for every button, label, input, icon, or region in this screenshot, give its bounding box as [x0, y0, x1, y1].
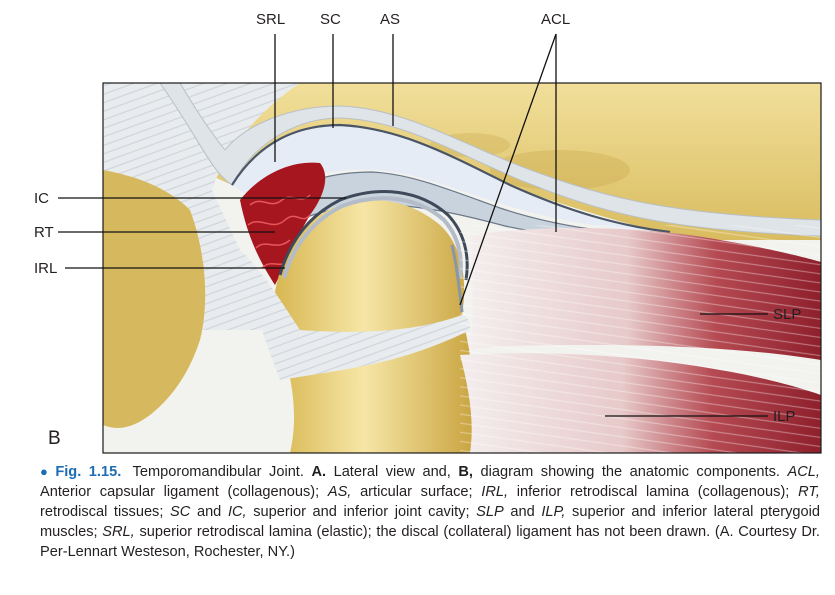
label-ic: IC: [34, 190, 49, 207]
tympanic-bone: [103, 170, 206, 428]
retrodiscal-vessels: [247, 194, 311, 269]
label-rt: RT: [34, 224, 54, 241]
def-sc-ic: superior and inferior joint cavity;: [253, 504, 470, 520]
mandibular-condyle: [273, 199, 475, 453]
abbr-sc: SC: [170, 504, 191, 520]
caption-text: and: [510, 504, 535, 520]
abbr-as: AS,: [327, 484, 352, 500]
retrodiscal-tissues: [240, 162, 326, 285]
def-rt: retrodiscal tissues;: [40, 504, 164, 520]
def-slp-ilp: superior and inferior lateral pterygoid …: [40, 504, 820, 540]
abbr-acl: ACL,: [787, 464, 820, 480]
figure-caption: ●Fig. 1.15. Temporomandibular Joint. A. …: [40, 462, 820, 562]
def-acl: Anterior capsular ligament (collagenous)…: [40, 484, 320, 500]
label-as: AS: [380, 11, 400, 28]
label-sc: SC: [320, 11, 341, 28]
caption-text: diagram showing the anatomic components.: [480, 464, 780, 480]
figure-number: Fig. 1.15.: [55, 464, 122, 480]
tmj-diagram: B SRL SC AS ACL IC RT IRL SLP ILP: [34, 11, 822, 454]
label-irl: IRL: [34, 260, 57, 277]
def-srl: superior retrodiscal lamina (elastic); t…: [40, 524, 820, 560]
abbr-srl: SRL,: [102, 524, 135, 540]
illustration-panel: [103, 83, 821, 453]
panel-b-ref: B,: [458, 464, 473, 480]
muscle-fibers: [460, 225, 821, 453]
condyle-cartilage: [282, 196, 463, 279]
superior-cavity-line: [231, 123, 671, 234]
label-acl: ACL: [541, 11, 570, 28]
label-slp: SLP: [773, 306, 801, 323]
abbr-irl: IRL,: [481, 484, 509, 500]
caption-text: Lateral view and,: [333, 464, 451, 480]
leader-acl-b: [459, 33, 557, 306]
figure-title: Temporomandibular Joint.: [132, 464, 304, 480]
panel-label: B: [48, 428, 61, 449]
superior-joint-cavity: [232, 125, 670, 232]
anterior-capsular-ligament: [450, 244, 464, 313]
abbr-ic: IC,: [227, 504, 247, 520]
capsule-neck: [240, 250, 470, 380]
bullet-icon: ●: [40, 464, 52, 479]
caption-text: and: [196, 504, 222, 520]
def-as: articular surface;: [360, 484, 473, 500]
abbr-rt: RT,: [798, 484, 820, 500]
def-irl: inferior retrodiscal lamina (collagenous…: [516, 484, 790, 500]
panel-a-ref: A.: [311, 464, 327, 480]
label-srl: SRL: [256, 11, 285, 28]
abbr-ilp: ILP,: [541, 504, 566, 520]
label-ilp: ILP: [773, 408, 796, 425]
abbr-slp: SLP: [476, 504, 504, 520]
